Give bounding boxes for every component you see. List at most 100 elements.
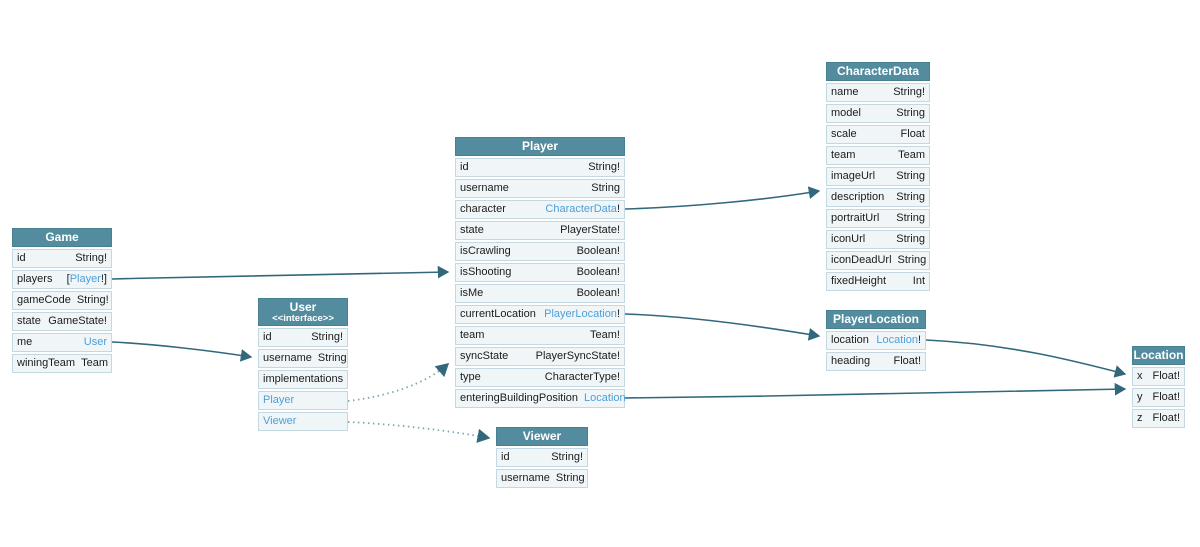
field-row-imageurl[interactable]: imageUrl String — [826, 167, 930, 186]
type-text: Boolean! — [576, 266, 620, 278]
edge-player-character-to-characterdata — [624, 186, 821, 210]
field-type: CharacterType! — [545, 369, 620, 386]
field-type: PlayerSyncState! — [536, 348, 620, 365]
table-header[interactable]: Location — [1132, 346, 1185, 365]
field-name: id — [460, 161, 469, 173]
type-link[interactable]: Location — [876, 334, 918, 346]
field-name: description — [831, 191, 885, 203]
field-type: Float! — [1152, 389, 1180, 406]
field-name: enteringBuildingPosition — [460, 392, 579, 404]
table-header[interactable]: Viewer — [496, 427, 588, 446]
field-type: Float! — [893, 353, 921, 370]
table-header[interactable]: User<<interface>> — [258, 298, 348, 326]
field-name: name — [831, 86, 859, 98]
type-text: ! — [616, 308, 620, 320]
field-row-player[interactable]: Player — [258, 391, 348, 410]
field-type: String — [896, 210, 925, 227]
type-text: String — [317, 352, 347, 364]
field-name: syncState — [460, 350, 509, 362]
field-type: Float! — [1152, 410, 1180, 427]
field-row-icondeadurl[interactable]: iconDeadUrl String — [826, 251, 930, 270]
field-row-viewer[interactable]: Viewer — [258, 412, 348, 431]
field-row-enteringbuildingposition[interactable]: enteringBuildingPosition Location — [455, 389, 626, 408]
type-text: String — [896, 212, 925, 224]
field-name: imageUrl — [831, 170, 876, 182]
field-type: Location — [584, 390, 626, 407]
field-name: state — [17, 315, 41, 327]
field-type: PlayerState! — [560, 222, 620, 239]
field-type: String! — [75, 250, 107, 267]
table-header[interactable]: Player — [455, 137, 625, 156]
type-text: String — [896, 170, 925, 182]
type-text: String — [897, 254, 927, 266]
type-link[interactable]: Player — [263, 394, 295, 406]
type-link[interactable]: Viewer — [263, 415, 297, 427]
field-row-implementations[interactable]: implementations — [258, 370, 348, 389]
field-type: String — [896, 168, 925, 185]
type-text: Team — [81, 357, 108, 369]
type-link[interactable]: PlayerLocation — [544, 308, 617, 320]
field-name: implementations — [263, 373, 344, 385]
type-text: PlayerState! — [560, 224, 620, 236]
field-type: User — [84, 334, 107, 351]
type-link[interactable]: Player — [69, 273, 101, 285]
table-header[interactable]: CharacterData — [826, 62, 930, 81]
table-subtitle: <<interface>> — [272, 313, 334, 324]
field-name: scale — [831, 128, 857, 140]
field-name: iconDeadUrl — [831, 254, 892, 266]
type-link[interactable]: User — [83, 336, 107, 348]
field-name: iconUrl — [831, 233, 866, 245]
field-row-syncstate[interactable]: syncState PlayerSyncState! — [455, 347, 625, 366]
type-link[interactable]: CharacterData — [545, 203, 617, 215]
type-text: !] — [100, 273, 107, 285]
field-type: Team — [898, 147, 925, 164]
table-header[interactable]: PlayerLocation — [826, 310, 926, 329]
type-link[interactable]: Location — [584, 392, 626, 404]
table-header[interactable]: Game — [12, 228, 112, 247]
field-name: id — [501, 451, 510, 463]
table-title: Viewer — [522, 429, 562, 443]
field-name: isMe — [460, 287, 484, 299]
field-row-players[interactable]: players[Player!] — [12, 270, 112, 289]
field-type: String! — [311, 329, 343, 346]
